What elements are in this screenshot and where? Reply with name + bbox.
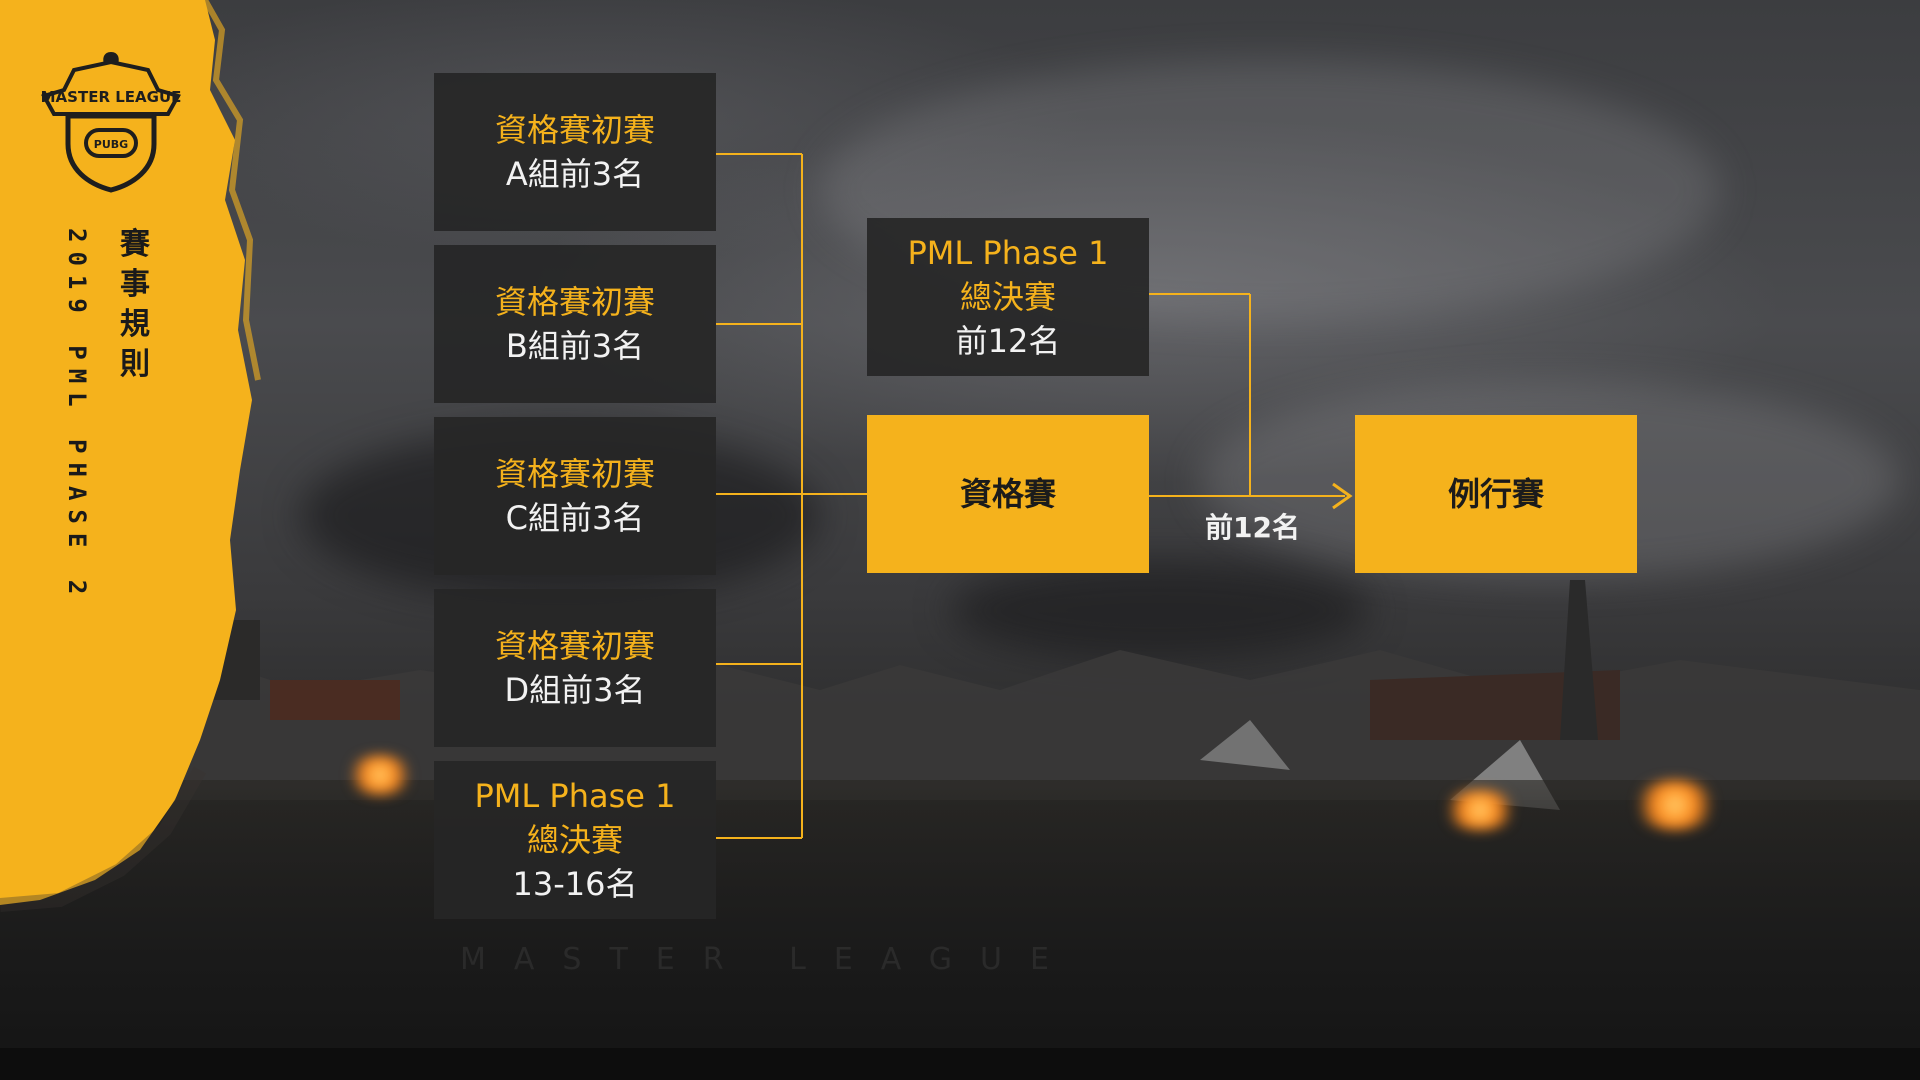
svg-text:PUBG: PUBG: [94, 138, 128, 151]
master-league-logo: MASTER LEAGUE PUBG: [41, 52, 182, 193]
phase1-detail: 前12名: [955, 322, 1061, 360]
phase1-subtitle: 總決賽: [959, 278, 1056, 316]
qualifier-title: 資格賽初賽: [494, 111, 655, 149]
arrow-right-icon: [1332, 482, 1353, 510]
qualifier-title: 資格賽初賽: [494, 455, 655, 493]
regular-season-label: 例行賽: [1447, 475, 1544, 513]
qualifier-stage-label: 資格賽: [959, 475, 1056, 513]
qualifier-title: 資格賽初賽: [494, 283, 655, 321]
svg-text:MASTER LEAGUE: MASTER LEAGUE: [41, 88, 182, 106]
qualifier-box-d: 資格賽初賽 D組前3名: [434, 589, 716, 747]
advance-top12-label: 前12名: [1205, 511, 1300, 544]
qualifier-title: 資格賽初賽: [494, 627, 655, 665]
qualifier-detail: C組前3名: [505, 499, 645, 537]
phase1-finals-13-16-box: PML Phase 1 總決賽 13-16名: [434, 761, 716, 919]
background-watermark: MASTER LEAGUE: [460, 942, 1077, 977]
phase1-detail: 13-16名: [512, 865, 638, 903]
yellow-brush-strip: [0, 0, 261, 912]
qualifier-box-c: 資格賽初賽 C組前3名: [434, 417, 716, 575]
phase1-subtitle: 總決賽: [526, 821, 623, 859]
qualifier-detail: A組前3名: [505, 155, 645, 193]
qualifier-box-b: 資格賽初賽 B組前3名: [434, 245, 716, 403]
phase1-finals-top12-box: PML Phase 1 總決賽 前12名: [867, 218, 1149, 376]
qualifier-detail: D組前3名: [504, 671, 646, 709]
qualifier-stage-box: 資格賽: [867, 415, 1149, 573]
qualifier-detail: B組前3名: [505, 327, 645, 365]
season-vertical-subtitle: 2019 PML PHASE 2: [63, 228, 91, 604]
phase1-title: PML Phase 1: [474, 777, 676, 815]
rules-vertical-title: 賽事規則: [120, 227, 150, 382]
phase1-title: PML Phase 1: [907, 234, 1109, 272]
regular-season-box: 例行賽: [1355, 415, 1637, 573]
qualifier-box-a: 資格賽初賽 A組前3名: [434, 73, 716, 231]
